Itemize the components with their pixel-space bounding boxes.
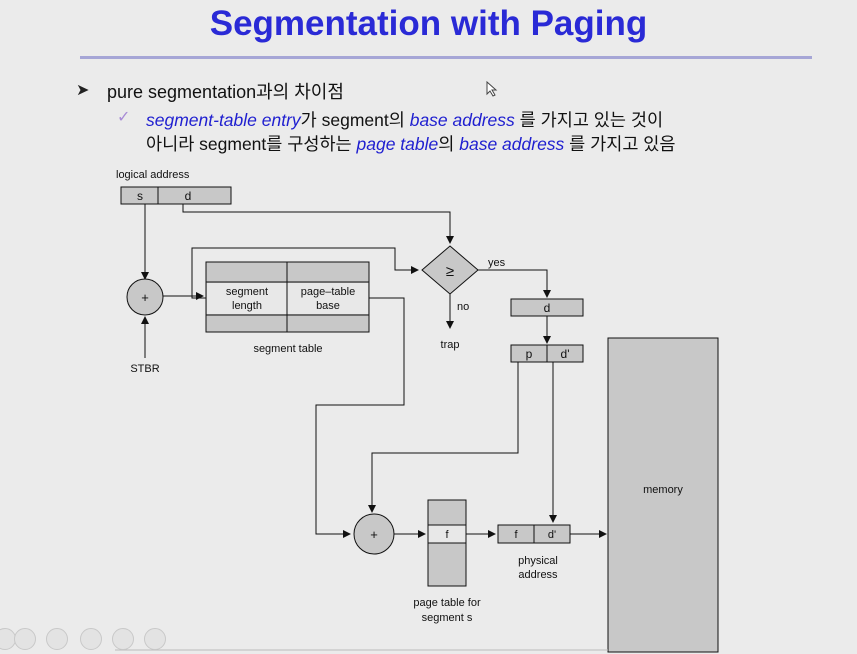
dprime-label: d' [561, 347, 570, 361]
sub-text: 를 가지고 있는 것이 [514, 110, 664, 130]
sub-text: 가 segment의 [300, 110, 410, 130]
sub-text: 아니라 segment를 구성하는 [146, 134, 357, 154]
page-table-f: f [445, 529, 449, 541]
keyword-segment-table-entry: segment-table entry [146, 110, 301, 130]
title-underline [80, 56, 812, 59]
logical-address-box [120, 186, 232, 205]
zoom-icon[interactable] [112, 628, 134, 650]
physical-address-label-line2: address [518, 569, 558, 581]
p-label: p [526, 347, 533, 361]
page-table-label-line1: page table for [413, 597, 481, 609]
adder-1-symbol: + [141, 290, 149, 305]
checkmark-icon: ✓ [117, 109, 131, 126]
physical-dprime: d' [548, 529, 556, 541]
pen-icon[interactable] [46, 628, 68, 650]
page-table-label-line2: segment s [422, 612, 473, 624]
sub-text: 의 [438, 134, 460, 154]
arrow-length-to-compare [191, 247, 419, 299]
arrow-p-to-adder [368, 362, 519, 513]
arrow-base-to-adder [315, 297, 405, 538]
keyword-base-address: base address [409, 110, 515, 130]
segment-length-line1: segment [226, 286, 268, 298]
keyword-base-address: base address [459, 134, 565, 154]
arrow-d-to-compare [182, 204, 454, 244]
stbr-label: STBR [130, 363, 159, 375]
adder-1 [126, 278, 164, 316]
more-options-icon[interactable] [144, 628, 166, 650]
logical-s: s [137, 189, 143, 203]
arrow-yes-to-d [478, 269, 551, 298]
keyword-page-table: page table [356, 134, 439, 154]
pointer-cursor-icon [486, 81, 498, 97]
segment-table-label: segment table [253, 343, 322, 355]
bullet-text: pure segmentation과의 차이점 [107, 82, 344, 102]
sub-bullet-line-1: segment-table entry가 segment의 base addre… [146, 107, 663, 132]
compare-symbol: ≥ [446, 263, 454, 280]
sub-text: 를 가지고 있음 [564, 134, 676, 154]
adder-2-symbol: + [370, 527, 378, 542]
play-icon[interactable] [14, 628, 36, 650]
logical-address-label: logical address [116, 169, 190, 181]
page-table-base-line1: page–table [301, 286, 355, 298]
no-label: no [457, 301, 469, 313]
slide-title: Segmentation with Paging [209, 4, 648, 43]
physical-address-label-line1: physical [518, 555, 558, 567]
memory-block [607, 337, 719, 653]
page-table-base-line2: base [316, 300, 340, 312]
bullet-arrow-icon: ➤ [76, 82, 90, 99]
slides-icon[interactable] [80, 628, 102, 650]
memory-label: memory [643, 484, 683, 496]
yes-label: yes [488, 257, 506, 269]
segment-length-line2: length [232, 300, 262, 312]
sub-bullet-line-2: 아니라 segment를 구성하는 page table의 base addre… [146, 131, 676, 156]
d-box-label: d [544, 301, 551, 315]
logical-d: d [185, 189, 192, 203]
trap-label: trap [441, 339, 460, 351]
physical-f: f [514, 529, 518, 541]
